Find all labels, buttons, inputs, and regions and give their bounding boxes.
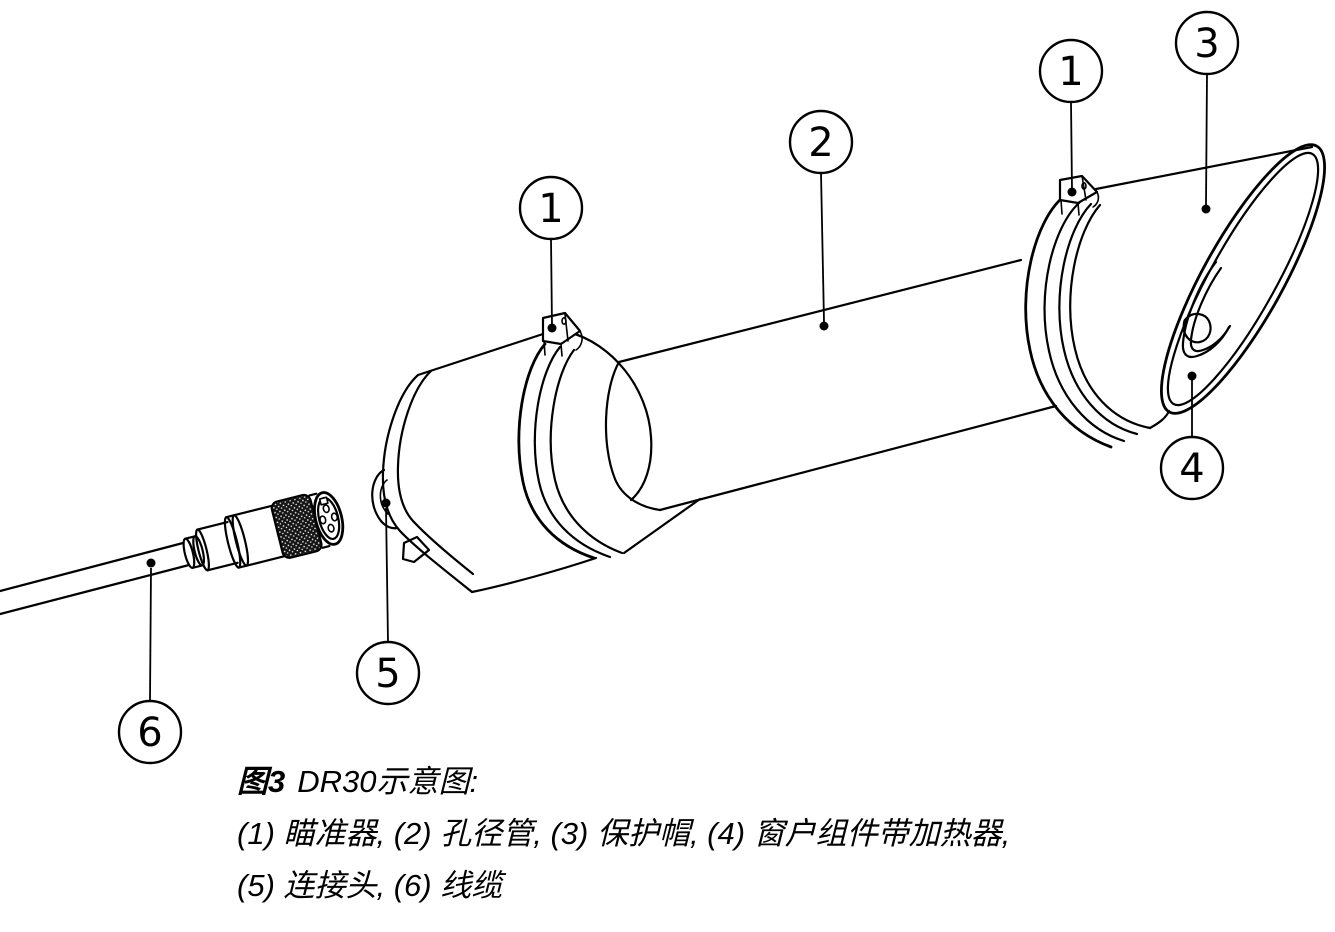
callout-label: 4 [1179,446,1204,492]
housing-end-cap [566,330,702,555]
callout-6: 6 [117,558,183,765]
callout-2: 2 [788,109,854,331]
connector-pins [318,496,339,533]
caption-line-3: (5) 连接头, (6) 线缆 [237,868,503,903]
mounting-lug [401,535,431,564]
cable [0,541,191,616]
sight-bracket-front [1058,174,1100,216]
figure-title: DR30示意图: [297,764,479,799]
figure-number: 图3 [237,764,286,799]
sight-bracket-rear [541,311,583,357]
callout-1-rear: 1 [518,175,584,327]
callout-3: 3 [1174,10,1240,214]
callout-1-front: 1 [1038,38,1104,191]
callout-label: 1 [538,186,563,232]
front-clamp-band [1024,196,1152,449]
figure-caption: 图3 DR30示意图: (1) 瞄准器, (2) 孔径管, (3) 保护帽, (4… [237,756,1297,912]
aperture-tube [604,258,1058,512]
caption-line-2: (1) 瞄准器, (2) 孔径管, (3) 保护帽, (4) 窗户组件带加热器, [237,816,1011,851]
callout-4: 4 [1159,371,1225,501]
cable-connector [182,491,345,572]
callout-label: 6 [137,710,162,756]
callout-label: 1 [1058,49,1083,95]
callout-label: 5 [375,651,400,697]
mid-clamp-band [517,342,624,560]
bracket-screw [1067,187,1077,197]
rear-housing [381,332,598,594]
callout-label: 2 [808,120,833,166]
window-assembly [1181,260,1232,359]
caption-title-line: 图3 DR30示意图: [237,756,1297,808]
callout-5: 5 [355,498,421,706]
heated-window [1182,312,1212,344]
bracket-screw [547,323,557,333]
protective-cap [1094,143,1326,430]
callout-label: 3 [1194,21,1219,67]
